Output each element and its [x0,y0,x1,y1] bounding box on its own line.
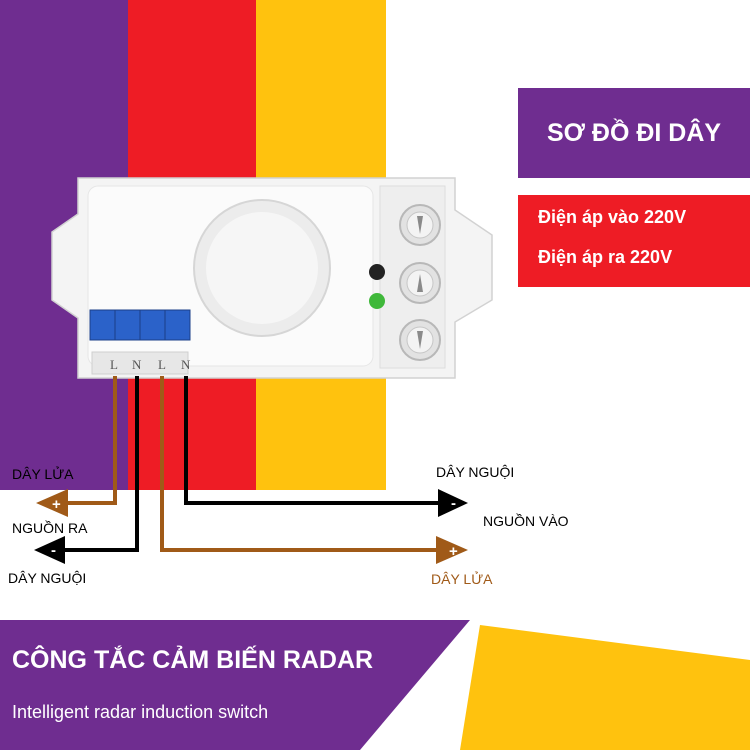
dial-icon [399,204,441,246]
product-title: CÔNG TẮC CẢM BIẾN RADAR [12,646,374,674]
terminal-label: L [158,357,166,372]
radar-sensor-device: L N L N [51,177,493,379]
output-live-wire [68,376,117,505]
input-neutral-arrow-icon [438,489,468,517]
banner-yellow-shape [460,625,750,750]
output-neutral-wire [65,376,139,552]
dial-icon [399,319,441,361]
product-subtitle: Intelligent radar induction switch [12,702,269,722]
output-neutral-arrow-icon [34,536,65,564]
output-source-label: NGUỒN RA [12,520,88,536]
output-voltage: Điện áp ra 220V [538,247,673,267]
input-live-arrow-icon [436,536,468,564]
light-sensor-icon [369,264,385,280]
output-live-arrow-icon [36,489,68,517]
input-live-label: DÂY LỬA [431,571,493,587]
dial-icon [399,262,441,304]
input-neutral-label: DÂY NGUỘI [436,464,515,480]
minus-mark: - [451,495,456,512]
input-neutral-wire [184,376,442,505]
terminal-label: N [181,357,191,372]
input-live-wire [160,376,438,552]
led-icon [369,293,385,309]
terminal-label: L [110,357,118,372]
input-voltage: Điện áp vào 220V [538,207,687,227]
minus-mark: - [51,542,56,559]
banner-purple-shape [0,620,470,750]
output-neutral-label: DÂY NGUỘI [8,570,87,586]
plus-mark: + [52,496,61,513]
output-live-label: DÂY LỬA [12,466,74,482]
plus-mark: + [449,543,458,560]
input-source-label: NGUỒN VÀO [483,513,569,529]
voltage-box: Điện áp vào 220V Điện áp ra 220V [518,195,750,287]
wiring-diagram-title: SƠ ĐỒ ĐI DÂY [518,88,750,178]
terminal-label: N [132,357,142,372]
